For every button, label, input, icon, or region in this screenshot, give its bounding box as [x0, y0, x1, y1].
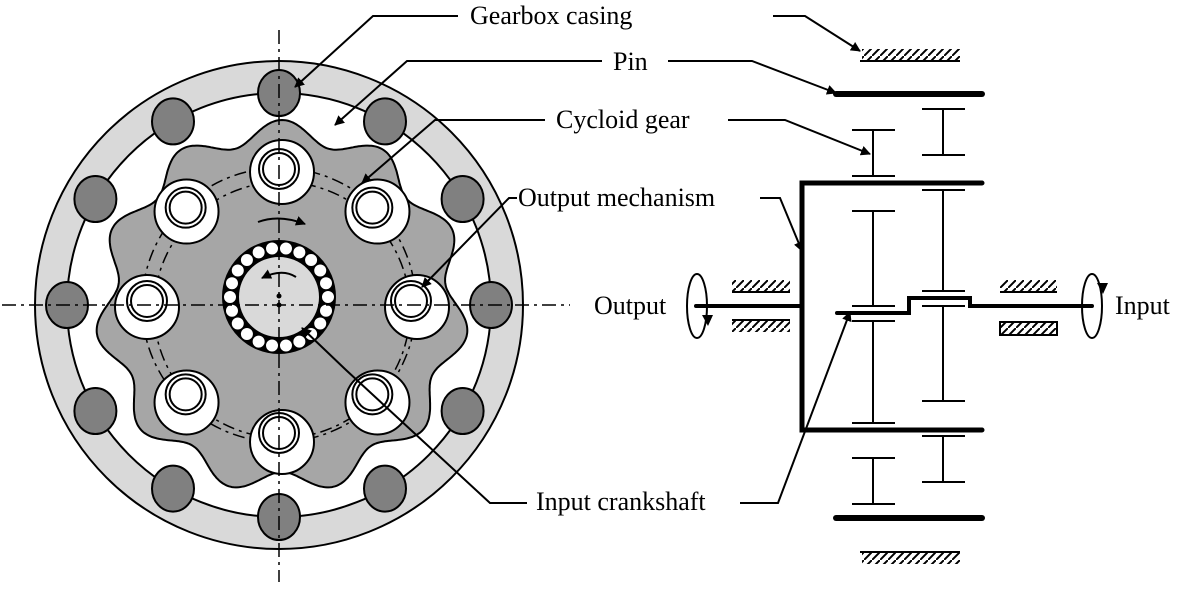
label-input: Input [1115, 291, 1171, 320]
label-input-crankshaft: Input crankshaft [536, 487, 706, 516]
bearing-roller [224, 276, 239, 291]
bearing-roller [265, 241, 280, 256]
output-bearing-bottom [732, 319, 790, 332]
housing-pin [73, 387, 118, 435]
bearing-roller [224, 303, 239, 318]
bearing-roller [304, 327, 319, 342]
bearing-rollers [223, 241, 335, 353]
bearing-roller [313, 316, 328, 331]
leader-cycloid-gear-right [728, 119, 871, 156]
output-pin-roller [168, 190, 203, 225]
bearing-roller [278, 241, 293, 256]
leader-output-mechanism-left [421, 197, 517, 288]
leader-gearbox-casing-left [294, 15, 458, 88]
input-bearing-bottom [999, 321, 1058, 336]
bearing-roller [251, 334, 266, 349]
output-rotation-arrow-icon [686, 273, 713, 339]
leader-gearbox-casing-right [773, 15, 861, 52]
label-output: Output [594, 291, 667, 320]
crank-center-dot [276, 293, 282, 299]
bearing-roller [239, 327, 254, 342]
bearing-roller [319, 276, 334, 291]
crank-rotation-arrow-icon [261, 269, 297, 279]
bearing-roller [230, 263, 245, 278]
bearing-roller [265, 338, 280, 353]
input-rotation-arrow-icon [1081, 273, 1108, 339]
bearing-roller [278, 338, 293, 353]
cycloid-gear-1 [852, 129, 895, 505]
leader-input-crankshaft-right [740, 311, 852, 504]
casing-ground-top [860, 49, 960, 62]
leader-input-crankshaft-left [301, 327, 527, 504]
output-pin-roller [355, 190, 390, 225]
label-pin: Pin [613, 47, 648, 76]
housing-pin [151, 464, 195, 513]
bearing-roller [251, 245, 266, 260]
bearing-roller [230, 316, 245, 331]
bearing-roller [321, 290, 335, 304]
leader-cycloid-gear-left [361, 119, 545, 184]
housing-pin [440, 387, 485, 435]
bearing-roller [304, 252, 319, 267]
bearing-roller [319, 303, 334, 318]
label-gearbox-casing: Gearbox casing [470, 1, 632, 30]
bearing-roller [239, 252, 254, 267]
cross-section-view [2, 30, 570, 582]
bearing-roller [223, 290, 237, 304]
pin-ring [45, 69, 513, 541]
output-pin-roller [130, 284, 164, 318]
leader-pin-left [334, 60, 602, 126]
leader-output-mechanism-right [760, 197, 804, 252]
output-bearing-top [732, 280, 790, 293]
housing-pin [363, 464, 407, 513]
output-pin-roller [394, 284, 428, 318]
housing-pin [440, 175, 485, 223]
bearing-roller [292, 334, 307, 349]
bearing-roller [313, 263, 328, 278]
housing-pin [73, 175, 118, 223]
output-holes [114, 139, 450, 475]
leader-pin-right [668, 60, 837, 95]
cycloid-rotation-arrow-icon [257, 216, 306, 226]
input-crankshaft [835, 296, 1094, 315]
housing-pin [151, 97, 195, 146]
label-cycloid-gear: Cycloid gear [556, 105, 690, 134]
callouts: Gearbox casing Pin Cycloid gear Output m… [294, 1, 1171, 516]
output-pin-roller [168, 377, 203, 412]
cycloid-gear-2 [922, 108, 965, 483]
housing-pin [363, 97, 407, 146]
kinematic-schematic [686, 49, 1108, 564]
label-output-mechanism: Output mechanism [518, 183, 715, 212]
bearing-roller [292, 245, 307, 260]
input-bearing-top [1000, 280, 1057, 293]
casing-ground-bottom [860, 551, 960, 564]
